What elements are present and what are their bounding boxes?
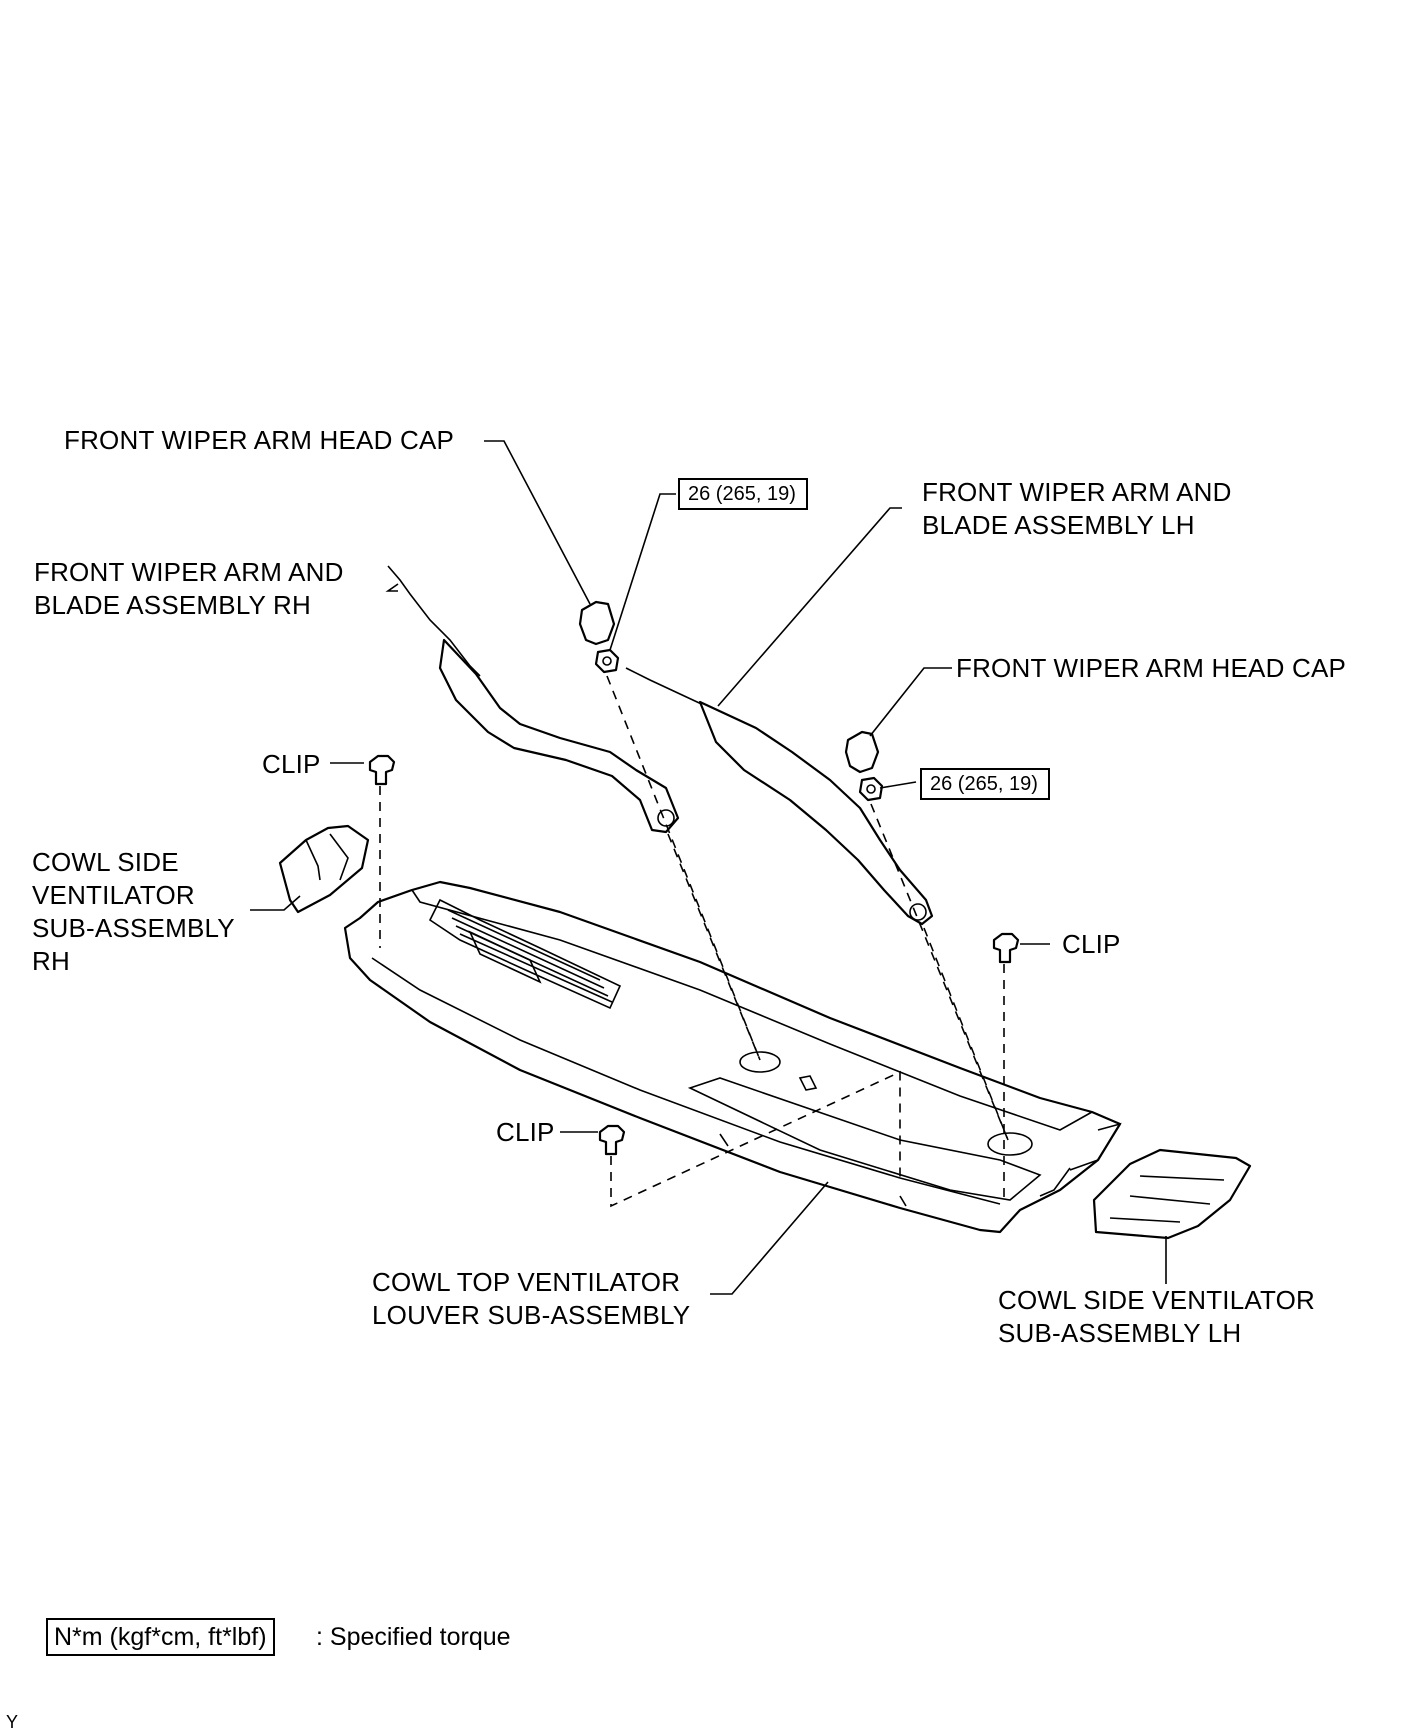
clip-right-part: [992, 932, 1020, 964]
label-cowl-side-rh: COWL SIDE VENTILATOR SUB-ASSEMBLY RH: [32, 847, 235, 976]
torque-box-lh: 26 (265, 19): [920, 768, 1050, 800]
label-arm-blade-lh: FRONT WIPER ARM AND BLADE ASSEMBLY LH: [922, 477, 1232, 540]
label-cowl-top: COWL TOP VENTILATOR LOUVER SUB-ASSEMBLY: [372, 1267, 691, 1330]
label-head-cap-rh: FRONT WIPER ARM HEAD CAP: [64, 425, 455, 455]
footer-code: Y: [6, 1712, 19, 1732]
wiper-head-cap-lh-part: [844, 730, 880, 774]
installation-lines: [379, 675, 1009, 1208]
clip-lower-part: [598, 1124, 626, 1156]
wiper-head-cap-rh-part: [578, 600, 616, 646]
label-head-cap-lh: FRONT WIPER ARM HEAD CAP: [956, 653, 1347, 683]
clip-upper-left-part: [368, 754, 396, 786]
wiper-arm-blade-rh-part: [387, 565, 680, 834]
leader-lines: [250, 440, 1167, 1295]
wiper-nut-rh-part: [594, 648, 620, 674]
wiper-nut-lh-part: [858, 776, 884, 802]
wiper-arm-blade-lh-part: [625, 667, 934, 926]
label-clip-right: CLIP: [1062, 929, 1121, 959]
torque-box-rh: 26 (265, 19): [678, 478, 808, 510]
legend-unit-box: N*m (kgf*cm, ft*lbf): [46, 1618, 275, 1656]
legend-description: : Specified torque: [316, 1623, 511, 1651]
label-clip-upper-left: CLIP: [262, 749, 321, 779]
cowl-side-ventilator-lh-part: [1092, 1148, 1252, 1240]
cowl-top-ventilator-louver-part: [343, 880, 1122, 1234]
label-cowl-side-lh: COWL SIDE VENTILATOR SUB-ASSEMBLY LH: [998, 1285, 1316, 1348]
label-clip-lower: CLIP: [496, 1117, 555, 1147]
label-arm-blade-rh: FRONT WIPER ARM AND BLADE ASSEMBLY RH: [34, 557, 344, 620]
cowl-side-ventilator-rh-part: [278, 824, 370, 914]
